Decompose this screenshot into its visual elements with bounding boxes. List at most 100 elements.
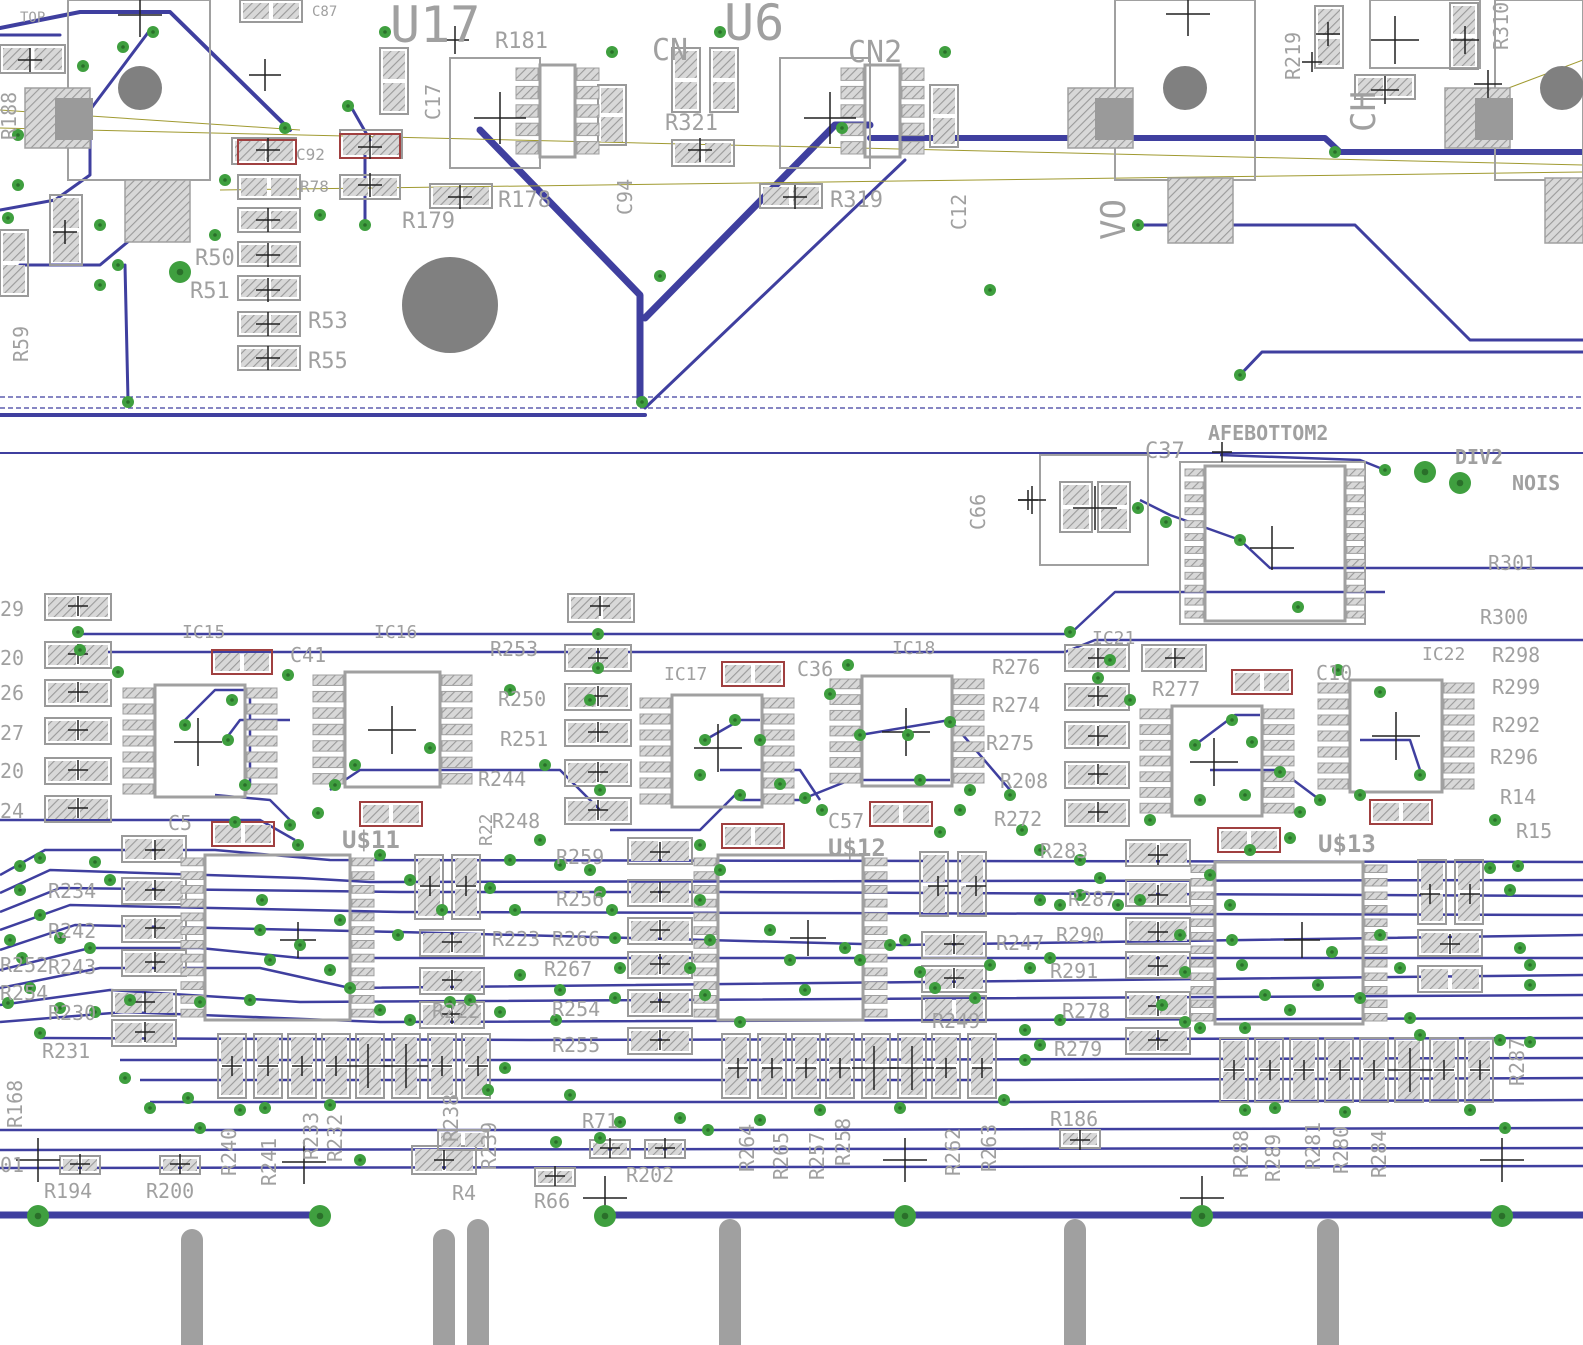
label-c92: C92	[296, 145, 325, 164]
label-r15: R15	[1516, 819, 1552, 843]
origin-cross-icon	[1224, 1060, 1244, 1080]
origin-cross-icon	[1474, 70, 1502, 98]
via-icon	[1259, 989, 1271, 1001]
resistor-footprint	[627, 917, 693, 945]
via-icon	[636, 396, 648, 408]
via-icon	[1132, 219, 1144, 231]
via-icon	[209, 229, 221, 241]
label-left-0: 29	[0, 597, 24, 621]
via-icon	[534, 834, 546, 846]
via-icon	[124, 994, 136, 1006]
via-icon	[1034, 1039, 1046, 1051]
resistor-footprint	[1125, 951, 1191, 979]
signal-trace	[1360, 738, 1422, 771]
label-top: TOP	[20, 10, 45, 26]
via-icon	[379, 26, 391, 38]
via-icon	[354, 1154, 366, 1166]
via-icon	[499, 1062, 511, 1074]
label-r265: R265	[769, 1132, 793, 1180]
origin-cross-icon	[1371, 16, 1419, 64]
label-ic22: IC22	[1422, 644, 1465, 665]
label-r234: R234	[48, 879, 96, 903]
resistor-footprint	[237, 275, 301, 301]
via-icon	[509, 904, 521, 916]
label-r188: R188	[0, 92, 21, 140]
label-c66: C66	[966, 494, 990, 530]
via-icon	[89, 856, 101, 868]
silkscreen-labels: TOP C87 U17 U6 R181 CN CN2 R321 R219 R31…	[0, 0, 1560, 1213]
via-icon	[606, 46, 618, 58]
origin-cross-icon	[1148, 845, 1168, 865]
resistor-footprint	[1064, 683, 1130, 711]
origin-cross-icon	[972, 1058, 992, 1078]
resistor-footprint	[671, 139, 735, 167]
label-left-2: 26	[0, 681, 24, 705]
resistor-footprint	[1324, 1037, 1354, 1103]
via-icon	[1239, 789, 1251, 801]
label-div2: DIV2	[1455, 445, 1503, 469]
via-icon	[334, 914, 346, 926]
resistor-footprint	[757, 1033, 787, 1099]
via-icon	[694, 839, 706, 851]
capacitor-footprint	[1369, 799, 1433, 825]
via-icon	[1292, 601, 1304, 613]
via-icon	[1074, 854, 1086, 866]
via-icon	[939, 46, 951, 58]
label-r257: R257	[805, 1132, 829, 1180]
via-icon	[1004, 789, 1016, 801]
label-nois: NOIS	[1512, 471, 1560, 495]
via-icon	[1524, 979, 1536, 991]
via-icon	[1314, 794, 1326, 806]
via-icon	[119, 1072, 131, 1084]
resistor-footprint	[287, 1033, 317, 1099]
label-r255: R255	[552, 1033, 600, 1057]
via-icon	[1156, 999, 1168, 1011]
via-icon	[264, 954, 276, 966]
via-icon	[117, 41, 129, 53]
label-r78: R78	[300, 177, 329, 196]
resistor-footprint	[237, 345, 301, 371]
origin-cross-icon	[174, 718, 222, 766]
label-ic15: IC15	[182, 622, 225, 643]
origin-cross-icon	[135, 992, 155, 1012]
via-icon	[94, 219, 106, 231]
resistor-footprint	[429, 183, 493, 209]
via-icon	[854, 729, 866, 741]
resistor-footprint	[217, 1033, 247, 1099]
resistor-footprint	[957, 851, 987, 917]
via-icon	[1104, 654, 1116, 666]
via-icon	[1274, 766, 1286, 778]
thermal-pad	[55, 98, 93, 140]
origin-cross-icon	[68, 798, 88, 818]
via-icon	[550, 1136, 562, 1148]
origin-cross-icon	[1316, 22, 1340, 46]
resistor-footprint	[0, 229, 29, 297]
resistor-footprint	[121, 877, 187, 905]
via-icon	[584, 864, 596, 876]
via-icon	[314, 209, 326, 221]
via-icon	[256, 894, 268, 906]
origin-cross-icon	[1148, 922, 1168, 942]
via-icon	[984, 284, 996, 296]
via-icon	[1019, 1054, 1031, 1066]
origin-cross-icon	[1364, 1060, 1384, 1080]
via-icon	[554, 984, 566, 996]
ic-package	[639, 693, 795, 809]
label-r264: R264	[735, 1124, 759, 1172]
mounting-hole-icon	[118, 66, 162, 110]
origin-cross-icon	[1190, 738, 1238, 786]
via-icon	[550, 1014, 562, 1026]
label-r242: R242	[48, 919, 96, 943]
via-icon	[1374, 686, 1386, 698]
via-icon	[2, 212, 14, 224]
via-icon	[734, 789, 746, 801]
resistor-footprint	[759, 183, 823, 209]
capacitor-footprint	[721, 661, 785, 687]
via-icon	[294, 939, 306, 951]
resistor-footprint	[461, 1033, 491, 1099]
via-icon	[1134, 894, 1146, 906]
resistor-footprint	[44, 757, 112, 785]
origin-cross-icon	[852, 1046, 896, 1090]
resistor-footprint	[791, 1033, 821, 1099]
origin-cross-icon	[1460, 884, 1480, 904]
